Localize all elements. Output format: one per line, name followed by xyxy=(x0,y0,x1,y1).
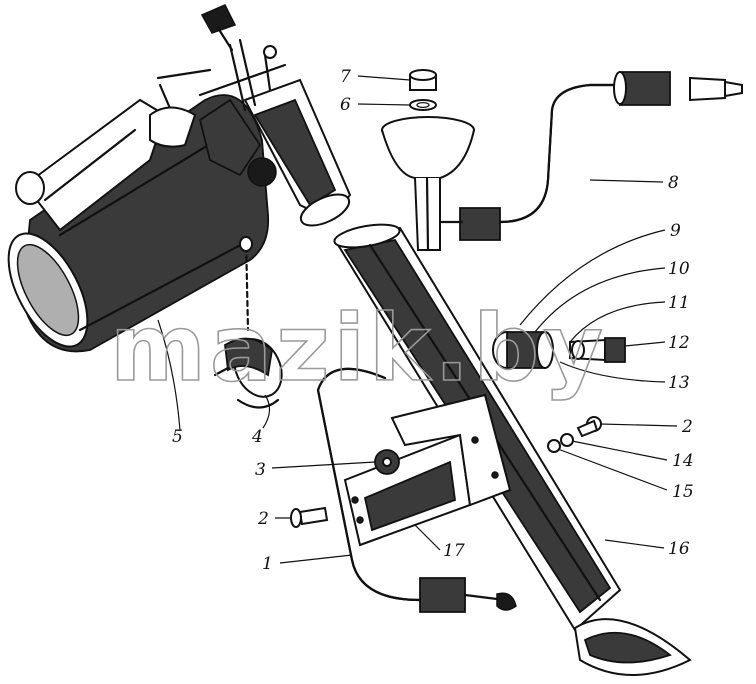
part-5-tank xyxy=(7,68,277,353)
label-7: 7 xyxy=(340,67,351,87)
leader-13 xyxy=(559,361,666,383)
label-5: 5 xyxy=(172,427,183,447)
label-4: 4 xyxy=(251,427,263,447)
label-11: 11 xyxy=(668,293,690,313)
part-5-valve-assembly xyxy=(198,4,352,227)
leader-6 xyxy=(357,103,411,106)
part-14-washer xyxy=(560,433,574,447)
label-8: 8 xyxy=(668,173,679,193)
part-1-bracket xyxy=(316,367,517,613)
leader-5 xyxy=(157,319,181,431)
leader-14 xyxy=(571,440,668,461)
label-16: 16 xyxy=(668,539,690,559)
leader-8 xyxy=(589,179,664,183)
leader-3 xyxy=(271,461,376,469)
label-2-right: 2 xyxy=(681,417,693,437)
label-3: 3 xyxy=(255,460,266,480)
label-1: 1 xyxy=(262,554,273,574)
part-2-bolt-left xyxy=(290,506,329,528)
label-2-left: 2 xyxy=(257,509,269,529)
part-8-pipe xyxy=(438,71,743,241)
watermark: mazik.by xyxy=(110,295,607,402)
leader-10 xyxy=(534,267,666,333)
label-14: 14 xyxy=(672,451,694,471)
label-12: 12 xyxy=(668,333,690,353)
leader-9 xyxy=(519,229,666,326)
label-10: 10 xyxy=(668,259,690,279)
leader-4 xyxy=(262,394,271,429)
callout-labels: 7 6 8 9 10 11 12 13 2 14 15 16 17 1 2 3 … xyxy=(172,67,694,574)
leader-12 xyxy=(624,341,666,347)
part-4-clamp xyxy=(213,236,283,409)
leader-1 xyxy=(279,554,353,564)
part-15-washer xyxy=(547,439,561,453)
leader-17 xyxy=(414,524,441,551)
leader-15 xyxy=(557,448,668,491)
leader-11 xyxy=(569,301,666,343)
label-6: 6 xyxy=(340,95,351,115)
leader-7 xyxy=(357,75,411,81)
label-17: 17 xyxy=(443,541,465,561)
part-6-washer xyxy=(409,99,437,111)
leader-lines xyxy=(157,75,678,564)
leader-16 xyxy=(604,539,665,549)
label-9: 9 xyxy=(670,221,681,241)
label-13: 13 xyxy=(668,373,690,393)
part-9-13-fitting xyxy=(492,331,626,369)
part-3-nut xyxy=(374,449,400,475)
label-15: 15 xyxy=(672,482,694,502)
filler-neck xyxy=(381,116,475,252)
part-7-cap xyxy=(409,69,437,91)
part-2-bolt-right xyxy=(576,416,602,438)
leader-2r xyxy=(599,423,678,427)
